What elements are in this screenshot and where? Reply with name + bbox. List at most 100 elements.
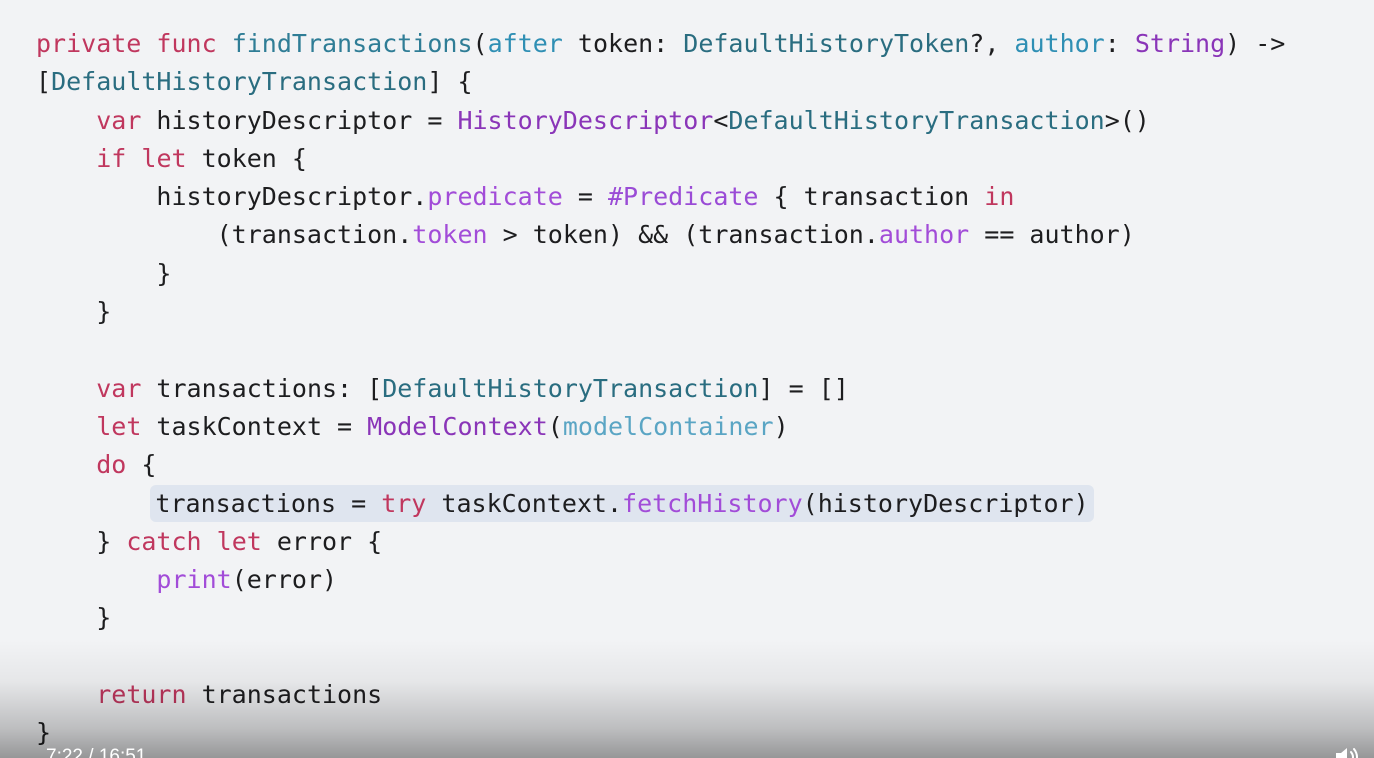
code-token	[36, 565, 156, 594]
code-token: return	[96, 680, 187, 710]
highlighted-code-line: transactions = try taskContext.fetchHist…	[150, 484, 1094, 522]
code-token: <	[713, 105, 729, 135]
code-token: DefaultHistoryToken	[683, 29, 970, 58]
code-token: ) ->	[1225, 29, 1286, 58]
code-token: taskContext =	[141, 411, 368, 441]
code-token: { transaction	[758, 182, 985, 212]
code-token	[202, 527, 217, 556]
code-token: (	[472, 29, 488, 58]
code-line: var transactions: [DefaultHistoryTransac…	[36, 370, 1285, 408]
code-token	[36, 144, 96, 173]
code-token: let	[141, 143, 187, 173]
code-token	[36, 412, 96, 441]
code-line: }	[36, 255, 1285, 293]
code-token: var	[96, 373, 142, 403]
volume-button[interactable]	[1334, 745, 1362, 758]
code-line: print(error)	[36, 561, 1285, 599]
code-token: if	[96, 143, 127, 173]
code-token: ] = []	[758, 373, 849, 403]
code-token: token {	[186, 143, 307, 173]
code-token	[126, 144, 141, 173]
code-token: let	[216, 526, 262, 556]
code-token	[141, 29, 156, 58]
code-token: print	[156, 565, 232, 595]
code-token: >()	[1104, 105, 1150, 135]
code-token: transactions	[186, 680, 383, 710]
code-token	[36, 489, 156, 518]
code-line: if let token {	[36, 140, 1285, 178]
code-token: private	[36, 29, 142, 58]
code-token: DefaultHistoryTransaction	[51, 67, 428, 97]
code-token: )	[773, 411, 789, 441]
code-token: func	[156, 29, 217, 58]
code-token: author	[878, 220, 970, 250]
code-token: > token) && (transaction.	[487, 220, 879, 250]
code-line: var historyDescriptor = HistoryDescripto…	[36, 102, 1285, 140]
code-token: {	[126, 450, 157, 480]
code-token: author	[1014, 29, 1105, 58]
code-token: fetchHistory	[622, 488, 803, 518]
code-token: }	[36, 603, 112, 633]
code-token: ?,	[969, 29, 1015, 58]
code-token	[36, 106, 96, 135]
code-token: == author)	[969, 220, 1135, 250]
code-token	[36, 374, 96, 403]
code-token: predicate	[427, 182, 563, 212]
code-line	[36, 638, 1285, 676]
code-token: }	[36, 258, 172, 288]
code-token: let	[96, 411, 142, 441]
code-token: }	[36, 718, 52, 748]
code-line: }	[36, 714, 1285, 752]
code-token: DefaultHistoryTransaction	[728, 105, 1105, 135]
code-line: }	[36, 599, 1285, 637]
code-token: error {	[261, 526, 383, 556]
code-line: [DefaultHistoryTransaction] {	[36, 63, 1285, 101]
code-listing: private func findTransactions(after toke…	[36, 25, 1285, 753]
code-line: private func findTransactions(after toke…	[36, 25, 1285, 63]
code-token: do	[96, 450, 127, 480]
code-token: DefaultHistoryTransaction	[382, 373, 759, 403]
speaker-icon	[1336, 748, 1358, 758]
code-token: (error)	[231, 565, 338, 595]
code-token: catch	[126, 526, 202, 556]
code-line: historyDescriptor.predicate = #Predicate…	[36, 178, 1285, 216]
code-line: } catch let error {	[36, 523, 1285, 561]
code-token: findTransactions	[231, 29, 473, 58]
code-token: (	[547, 411, 563, 441]
code-token: ModelContext	[367, 411, 548, 441]
code-line	[36, 331, 1285, 369]
code-token: historyDescriptor =	[141, 105, 458, 135]
code-token: HistoryDescriptor	[457, 105, 714, 135]
code-token: String	[1134, 29, 1226, 58]
code-token: transactions =	[155, 488, 382, 518]
code-token: historyDescriptor.	[36, 182, 428, 212]
code-token: after	[487, 29, 563, 58]
code-line: let taskContext = ModelContext(modelCont…	[36, 408, 1285, 446]
code-token: transactions: [	[141, 373, 383, 403]
code-token: (historyDescriptor)	[802, 488, 1089, 518]
code-token: modelContainer	[562, 411, 774, 441]
code-token: try	[381, 488, 427, 518]
code-token: }	[36, 297, 112, 327]
code-token: :	[1104, 29, 1135, 58]
code-token: token:	[562, 29, 684, 58]
code-line: do {	[36, 446, 1285, 484]
code-token: taskContext.	[426, 488, 623, 518]
code-token	[36, 680, 96, 709]
code-token	[36, 450, 96, 479]
code-token: ] {	[427, 67, 473, 97]
code-token: [	[36, 67, 52, 97]
code-token	[217, 29, 232, 58]
code-token: in	[984, 182, 1015, 212]
code-token: var	[96, 105, 142, 135]
code-token: (transaction.	[36, 220, 413, 250]
code-line: return transactions	[36, 676, 1285, 714]
code-token: #Predicate	[607, 182, 759, 212]
code-token: token	[412, 220, 488, 250]
code-line: transactions = try taskContext.fetchHist…	[36, 484, 1285, 523]
code-line: }	[36, 293, 1285, 331]
code-token: =	[562, 182, 608, 212]
playback-time: 7:22 / 16:51	[46, 746, 147, 758]
code-token: }	[36, 526, 127, 556]
